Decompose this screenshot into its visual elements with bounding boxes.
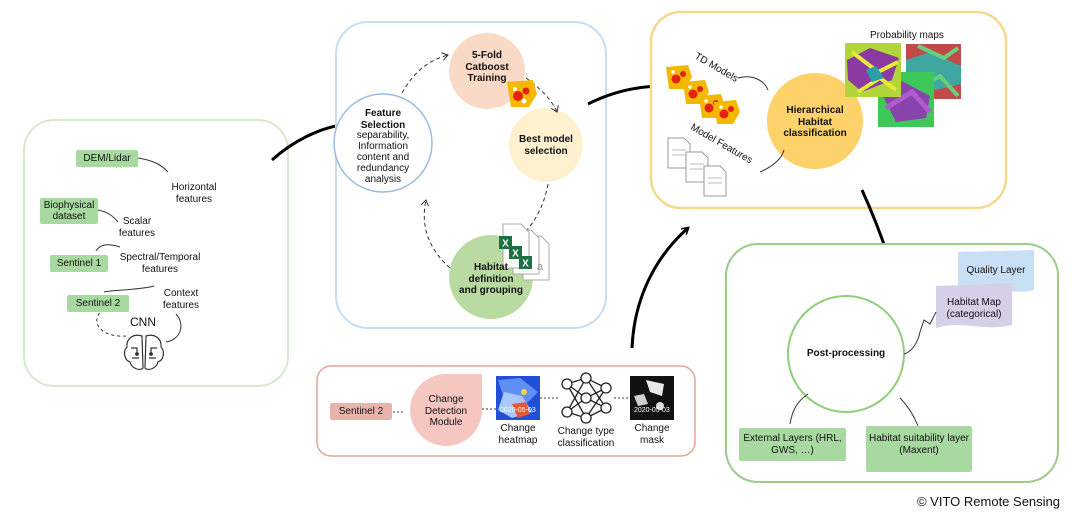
mask-date-label: 2020-05-03 (634, 407, 670, 414)
sentinel1-tag: Sentinel 1 (50, 255, 108, 272)
catboost-label: 5-Fold Catboost Training (465, 50, 509, 84)
scalar-features-label: Scalar features (118, 216, 156, 239)
arrow-change-to-classification (630, 228, 688, 349)
horizontal-features-label: Horizontal features (171, 182, 217, 205)
change-mask-image (630, 376, 674, 420)
best-model-label: Best model selection (519, 134, 573, 157)
feature-selection-desc: separability, Information content and re… (356, 130, 410, 185)
brain-icon (124, 334, 164, 370)
dem-lidar-tag: DEM/Lidar (76, 150, 138, 167)
heatmap-date-label: 2020-05-03 (500, 407, 536, 414)
cnn-label: CNN (130, 315, 156, 329)
quality-layer-shape (958, 250, 1034, 292)
habitat-map-label: Habitat Map (categorical) (946, 297, 1002, 320)
hierarchical-label: Hierarchical Habitat classification (783, 105, 847, 139)
change-sentinel2-tag: Sentinel 2 (330, 403, 392, 420)
neural-network-icon (561, 372, 612, 424)
catboost-circle (449, 33, 525, 109)
quality-layer-label: Quality Layer (966, 265, 1026, 276)
change-type-label: Change type classification (557, 426, 615, 449)
copyright-notice: © VITO Remote Sensing (916, 494, 1060, 509)
change-module-label: Change Detection Module (424, 394, 468, 428)
biophysical-tag: Biophysical dataset (40, 198, 98, 224)
feature-selection-circle (333, 93, 433, 193)
external-layers-label: External Layers (HRL, GWS, …) (743, 433, 842, 456)
sentinel2-tag: Sentinel 2 (67, 295, 129, 312)
svg-text:X: X (502, 239, 509, 250)
svg-text:a: a (537, 261, 544, 273)
external-layers-tag (739, 428, 846, 461)
habitat-map-shape (936, 283, 1012, 328)
excel-files-icon: X X X a (499, 223, 550, 281)
model-features-docs-icon (667, 137, 727, 197)
feature-selection-title: Feature Selection (360, 108, 406, 131)
post-processing-label: Post-processing (806, 348, 886, 359)
feature-panel (23, 119, 289, 387)
context-features-label: Context features (162, 288, 200, 311)
habitat-suitability-label: Habitat suitability layer (Maxent) (868, 433, 970, 456)
change-heatmap-image (496, 376, 540, 420)
change-heatmap-label: Change heatmap (498, 423, 538, 446)
habitat-def-label: Habitat definition and grouping (459, 262, 523, 296)
change-module-shape (410, 374, 482, 446)
svg-text:X: X (522, 259, 529, 270)
best-model-circle (509, 108, 583, 182)
change-mask-label: Change mask (634, 423, 670, 446)
probability-maps-image (845, 43, 961, 127)
probability-maps-label: Probability maps (870, 30, 944, 41)
td-models-icon (666, 65, 740, 124)
spectral-temporal-label: Spectral/Temporal features (119, 252, 201, 275)
hierarchical-circle (767, 73, 863, 169)
habitat-suitability-tag (866, 426, 972, 472)
catboost-icon (507, 80, 537, 107)
svg-text:X: X (512, 249, 519, 260)
